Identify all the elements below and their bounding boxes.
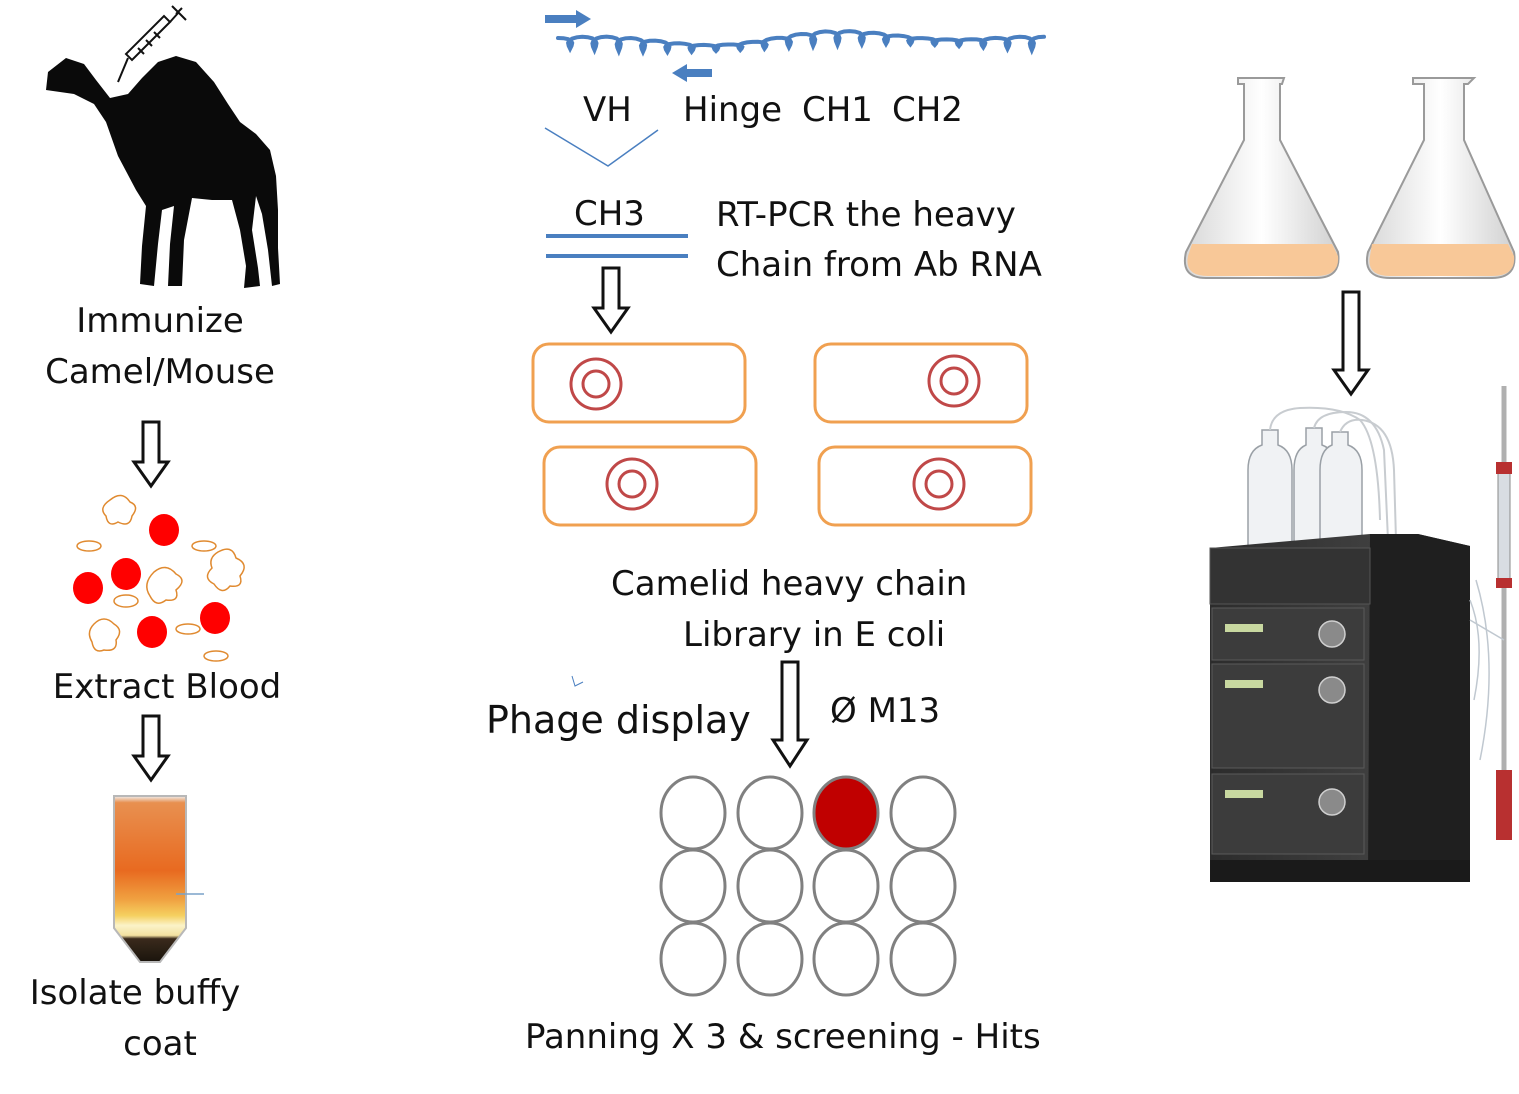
hit-well (812, 775, 880, 851)
dna-strand (556, 29, 1046, 57)
platelet-shape (203, 650, 229, 662)
primer-forward-arrow (545, 10, 591, 28)
platelet-shape (146, 566, 183, 604)
ecoli-cell (531, 342, 747, 424)
arrow-down-icon (131, 420, 171, 489)
arrow-down-icon (591, 266, 631, 335)
ch1-label: CH1 (802, 90, 873, 130)
flask-icon (1184, 77, 1340, 279)
plate-well (659, 775, 727, 851)
phage-display-label: Phage display (486, 698, 751, 742)
double-strand-lines (546, 234, 688, 258)
centrifuge-tube (113, 795, 204, 963)
hinge-label: Hinge (683, 90, 782, 130)
plate-well (736, 921, 804, 997)
arrow-down-icon (1331, 290, 1371, 397)
ecoli-cell (542, 445, 758, 527)
red-blood-cell (137, 616, 167, 648)
platelet-shape (175, 623, 201, 635)
ecoli-cell (813, 342, 1029, 424)
library-label-line1: Camelid heavy chain (611, 564, 967, 604)
blood-cells (73, 494, 245, 662)
rtpcr-label: RT-PCR the heavy (716, 195, 1016, 235)
platelet-shape (88, 618, 121, 652)
plate-well (659, 921, 727, 997)
ch3-label: CH3 (574, 194, 645, 234)
library-label-line2: Library in E coli (683, 615, 945, 655)
plate-well (659, 848, 727, 924)
splice-chevron (544, 127, 659, 167)
immunize-label: Immunize (76, 301, 244, 341)
panning-label: Panning X 3 & screening - Hits (525, 1017, 1041, 1057)
chain-label: Chain from Ab RNA (716, 245, 1042, 285)
flask-icon (1366, 77, 1516, 279)
arrow-down-icon (131, 714, 171, 783)
platelet-shape (113, 594, 139, 608)
plate-well (889, 848, 957, 924)
red-blood-cell (111, 558, 141, 590)
vh-label: VH (583, 90, 632, 130)
coat-label: coat (123, 1024, 197, 1064)
arrow-down-icon (770, 660, 810, 769)
ecoli-cell (817, 445, 1033, 527)
chromatography-system (1209, 386, 1512, 882)
isolate-buffy-label: Isolate buffy (30, 973, 241, 1013)
camel-mouse-label: Camel/Mouse (45, 352, 275, 392)
camel-silhouette (46, 56, 280, 288)
plate-well (812, 921, 880, 997)
m13-label: Ø M13 (830, 691, 940, 731)
well-plate (659, 775, 957, 997)
red-blood-cell (73, 572, 103, 604)
red-blood-cell (149, 514, 179, 546)
red-blood-cell (200, 602, 230, 634)
plate-well (812, 848, 880, 924)
plate-well (889, 921, 957, 997)
syringe-icon (117, 5, 187, 83)
ch2-label: CH2 (892, 90, 963, 130)
primer-reverse-arrow (672, 64, 712, 82)
stray-mark (571, 675, 584, 687)
platelet-shape (191, 540, 217, 552)
extract-blood-label: Extract Blood (53, 667, 282, 707)
platelet-shape (76, 540, 102, 552)
ecoli-cells (531, 342, 1033, 527)
platelet-shape (206, 548, 245, 592)
plate-well (889, 775, 957, 851)
plate-well (736, 775, 804, 851)
plate-well (736, 848, 804, 924)
platelet-shape (102, 494, 137, 525)
